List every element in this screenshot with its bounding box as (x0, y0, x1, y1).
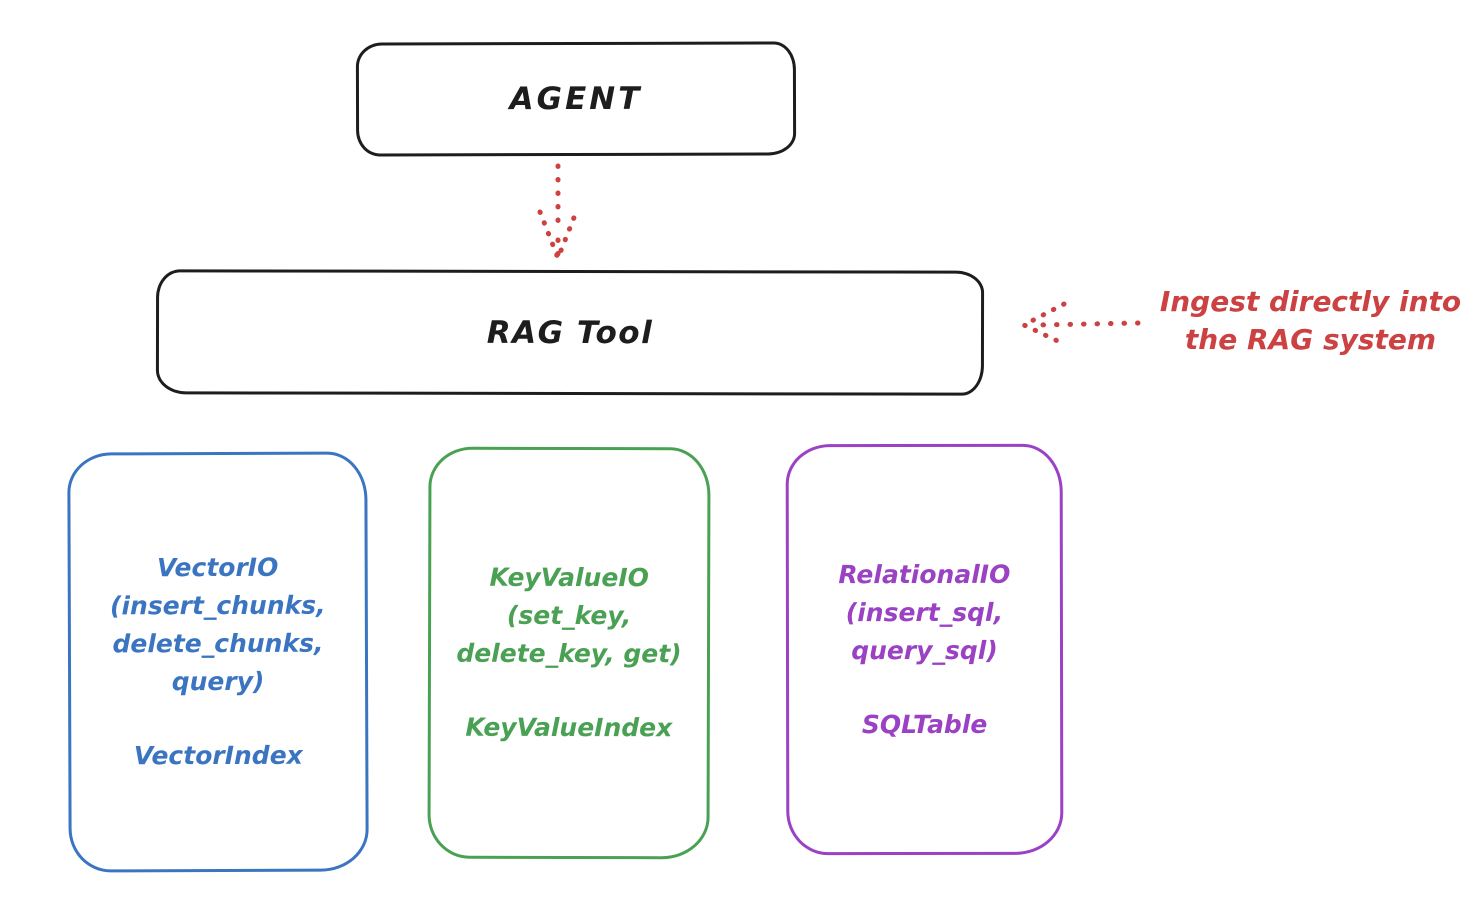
keyvalue-io-methods-line2: delete_key, get) (456, 638, 682, 669)
vector-io-methods-line2: delete_chunks, (112, 628, 324, 659)
relational-io-title: RelationalIO (838, 559, 1011, 589)
rag-tool-label: RAG Tool (486, 314, 654, 351)
vector-io-methods-line1: (insert_chunks, (109, 590, 326, 621)
relational-io-box: RelationalIO (insert_sql, query_sql) SQL… (785, 443, 1064, 856)
rag-tool-node: RAG Tool (155, 269, 985, 396)
keyvalue-io-methods-line1: (set_key, (506, 600, 632, 631)
ingest-annotation-line1: Ingest directly into (1159, 285, 1462, 318)
vector-io-box: VectorIO (insert_chunks, delete_chunks, … (67, 451, 369, 873)
keyvalue-io-box: KeyValueIO (set_key, delete_key, get) Ke… (427, 446, 711, 860)
vector-io-title: VectorIO (156, 552, 279, 583)
vector-index-label: VectorIndex (133, 740, 303, 771)
dotted-arrow-down-icon (537, 163, 580, 263)
ingest-annotation: Ingest directly into the RAG system (1138, 283, 1483, 359)
dotted-arrow-left-icon (1021, 301, 1141, 348)
ingest-annotation-line2: the RAG system (1184, 323, 1437, 356)
sql-table-label: SQLTable (861, 709, 988, 739)
relational-io-methods-line1: (insert_sql, (845, 597, 1004, 627)
relational-io-methods-line2: query_sql) (851, 635, 998, 665)
agent-node: AGENT (355, 41, 797, 157)
keyvalue-index-label: KeyValueIndex (465, 712, 673, 743)
keyvalue-io-title: KeyValueIO (489, 562, 649, 593)
agent-label: AGENT (509, 80, 643, 118)
vector-io-methods-line3: query) (171, 666, 265, 697)
